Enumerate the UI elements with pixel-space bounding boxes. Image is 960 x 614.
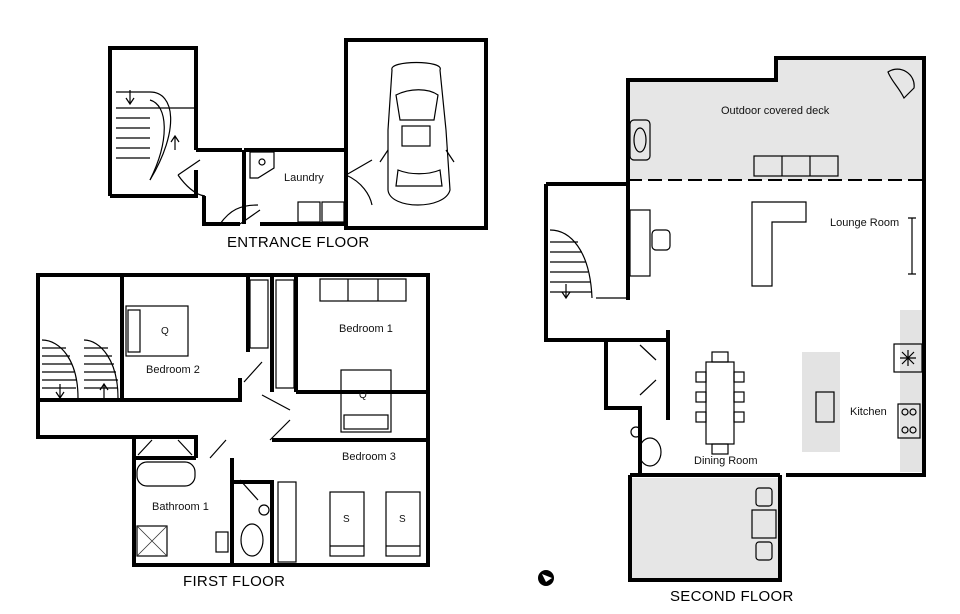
- deck-label: Outdoor covered deck: [721, 105, 830, 117]
- bedroom2-wardrobe: [249, 279, 269, 349]
- bedroom3-bed-a-size: S: [343, 514, 350, 525]
- bedroom1-wardrobe: [275, 279, 295, 389]
- second-toilet: [638, 437, 662, 467]
- bedroom1-bed: [340, 369, 392, 433]
- bathtub: [136, 461, 196, 487]
- second-stairs-icon: [549, 229, 626, 300]
- second-floor-title: SECOND FLOOR: [670, 588, 794, 605]
- first-floor-plan: Q Bedroom 2 Bedroom 1 Q Bathroom 1 Bedro…: [36, 273, 430, 590]
- kitchen-bench: [900, 310, 922, 472]
- basin: [258, 504, 270, 516]
- bedroom2-label: Bedroom 2: [146, 364, 200, 376]
- bedroom2-bed: [125, 305, 189, 357]
- fridge: [893, 343, 923, 373]
- outdoor-table: [751, 509, 777, 539]
- lounge-label: Lounge Room: [830, 217, 899, 229]
- dining-chairs: [695, 351, 745, 455]
- shower-corner: [249, 151, 275, 179]
- bedroom3-wardrobe: [277, 481, 297, 563]
- study-desk: [629, 209, 651, 277]
- deck-area: [628, 58, 924, 180]
- lower-deck-area: [630, 478, 780, 580]
- first-stairs-icon: [41, 339, 119, 400]
- dryer: [321, 201, 345, 223]
- kitchen-sink: [815, 391, 835, 423]
- cooktop: [897, 403, 921, 439]
- shower-tray: [136, 525, 168, 557]
- bedroom1-bed-size: Q: [359, 390, 367, 401]
- bbq: [629, 119, 651, 161]
- bedroom3-label: Bedroom 3: [342, 451, 396, 463]
- deck-chair: [887, 68, 915, 100]
- bathroom1-vanity: [215, 531, 229, 553]
- entrance-floor-plan: Laundry ENTRANCE FLOOR: [108, 38, 488, 251]
- dining-label: Dining Room: [694, 455, 758, 467]
- bedroom3-bed-b-size: S: [399, 514, 406, 525]
- entrance-floor-title: ENTRANCE FLOOR: [227, 234, 370, 251]
- snowflake-icon: [900, 350, 916, 366]
- second-basin: [630, 426, 642, 438]
- washer: [297, 201, 321, 223]
- lounge-door: [908, 217, 916, 275]
- deck-sofa: [753, 155, 839, 177]
- kitchen-label: Kitchen: [850, 406, 887, 418]
- bedroom1-label: Bedroom 1: [339, 323, 393, 335]
- bedroom3-bed-b: [385, 491, 421, 557]
- bedroom3-bed-a: [329, 491, 365, 557]
- north-arrow-icon: [538, 570, 554, 586]
- bathroom1-label: Bathroom 1: [152, 501, 209, 513]
- bedroom1-sofa: [319, 278, 407, 302]
- car-icon: [379, 61, 455, 206]
- laundry-label: Laundry: [284, 172, 324, 184]
- toilet: [240, 523, 264, 557]
- first-floor-title: FIRST FLOOR: [183, 573, 285, 590]
- bedroom2-bed-size: Q: [161, 326, 169, 337]
- entrance-stairs-icon: [116, 90, 196, 181]
- study-chair: [651, 229, 671, 251]
- lounge-sofa: [751, 201, 807, 287]
- dining-table: [705, 361, 735, 445]
- second-floor-plan: Outdoor covered deck Lounge Room: [538, 56, 926, 605]
